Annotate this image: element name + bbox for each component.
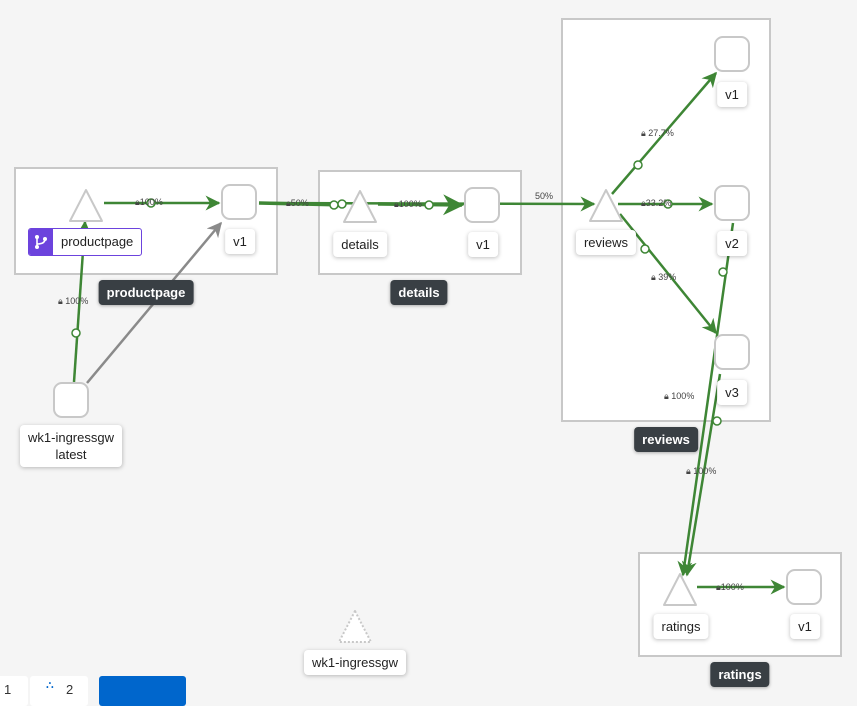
workload-reviews-v2[interactable] xyxy=(714,185,750,221)
node-label: productpage xyxy=(61,234,134,249)
edge-label: 🔒︎100% xyxy=(394,199,422,209)
box-label[interactable]: reviews xyxy=(634,427,698,452)
traffic-dot xyxy=(424,200,434,210)
productpage-app-badge[interactable]: productpage xyxy=(28,228,143,256)
box-label[interactable]: productpage xyxy=(98,280,194,305)
workload-productpage-v1[interactable] xyxy=(221,184,257,220)
edge-label: 🔒︎ 100% xyxy=(686,466,717,476)
traffic-dot xyxy=(640,244,650,254)
workload-ingress[interactable] xyxy=(53,382,89,418)
edge-label: 🔒︎ 27.7% xyxy=(641,128,674,138)
node-label: wk1-ingressgw latest xyxy=(20,425,122,467)
lock-icon: 🔒︎ xyxy=(716,582,721,592)
node-label: v1 xyxy=(717,82,747,107)
edge-label: 🔒︎33.2% xyxy=(641,198,672,208)
traffic-dot xyxy=(337,199,347,209)
node-label: wk1-ingressgw xyxy=(304,650,406,675)
node-label: reviews xyxy=(575,230,637,255)
traffic-dot xyxy=(718,267,728,277)
lock-icon: 🔒︎ xyxy=(651,272,659,282)
traffic-dot xyxy=(663,199,673,209)
primary-button[interactable] xyxy=(99,676,186,706)
workload-details-v1[interactable] xyxy=(464,187,500,223)
branch-icon xyxy=(29,229,53,255)
node-label: v3 xyxy=(717,380,747,405)
edge-label: 🔒︎ 100% xyxy=(58,296,89,306)
lock-icon: 🔒︎ xyxy=(394,199,399,209)
edge-reviews-v3-ratings[interactable] xyxy=(681,373,722,577)
traffic-dot xyxy=(146,198,156,208)
lock-icon: 🔒︎ xyxy=(664,391,672,401)
service-triangle-ingress[interactable] xyxy=(338,610,372,643)
node-label: v2 xyxy=(717,231,747,256)
traffic-dot xyxy=(633,160,643,170)
service-triangle-ratings[interactable] xyxy=(663,573,697,606)
lock-icon: 🔒︎ xyxy=(641,128,649,138)
lock-icon: 🔒︎ xyxy=(135,197,140,207)
edge-label: 🔒︎ 39% xyxy=(651,272,677,282)
service-triangle-productpage[interactable] xyxy=(69,189,103,222)
workload-reviews-v1[interactable] xyxy=(714,36,750,72)
toolbar-button-1-label: 1 xyxy=(4,682,12,697)
node-label: v1 xyxy=(468,232,498,257)
node-label: details xyxy=(333,232,387,257)
service-triangle-details[interactable] xyxy=(343,190,377,223)
edge-reviews-v2-ratings[interactable] xyxy=(677,222,735,577)
edge-label: 50% xyxy=(535,191,554,201)
edge-label: 🔒︎100% xyxy=(716,582,744,592)
workload-reviews-v3[interactable] xyxy=(714,334,750,370)
toolbar-button-2-label: 2 xyxy=(66,682,74,697)
toolbar-button-1[interactable]: 1 xyxy=(0,676,28,706)
traffic-dot xyxy=(712,416,722,426)
topology-icon: ⛬ xyxy=(46,679,54,691)
node-label-line: wk1-ingressgw xyxy=(28,430,114,445)
edge-reviews-v3[interactable] xyxy=(619,213,717,335)
node-label: v1 xyxy=(790,614,820,639)
lock-icon: 🔒︎ xyxy=(686,466,694,476)
node-label: ratings xyxy=(653,614,709,639)
edge-label: 🔒︎50% xyxy=(286,198,309,208)
workload-ratings-v1[interactable] xyxy=(786,569,822,605)
lock-icon: 🔒︎ xyxy=(58,296,66,306)
service-triangle-reviews[interactable] xyxy=(589,189,623,222)
toolbar-button-2[interactable]: ⛬2 xyxy=(30,676,88,706)
edge-details-svc-v1[interactable] xyxy=(377,194,465,216)
traffic-dot xyxy=(71,328,81,338)
edge-reviews-v1[interactable] xyxy=(611,71,717,195)
node-label: v1 xyxy=(225,229,255,254)
node-label-line: latest xyxy=(55,447,87,462)
box-label[interactable]: details xyxy=(390,280,448,305)
box-label[interactable]: ratings xyxy=(710,662,770,687)
lock-icon: 🔒︎ xyxy=(286,198,291,208)
lock-icon: 🔒︎ xyxy=(641,198,646,208)
edge-label: 🔒︎ 100% xyxy=(664,391,695,401)
edge-label: 🔒︎100% xyxy=(135,197,163,207)
traffic-dot xyxy=(329,200,339,210)
